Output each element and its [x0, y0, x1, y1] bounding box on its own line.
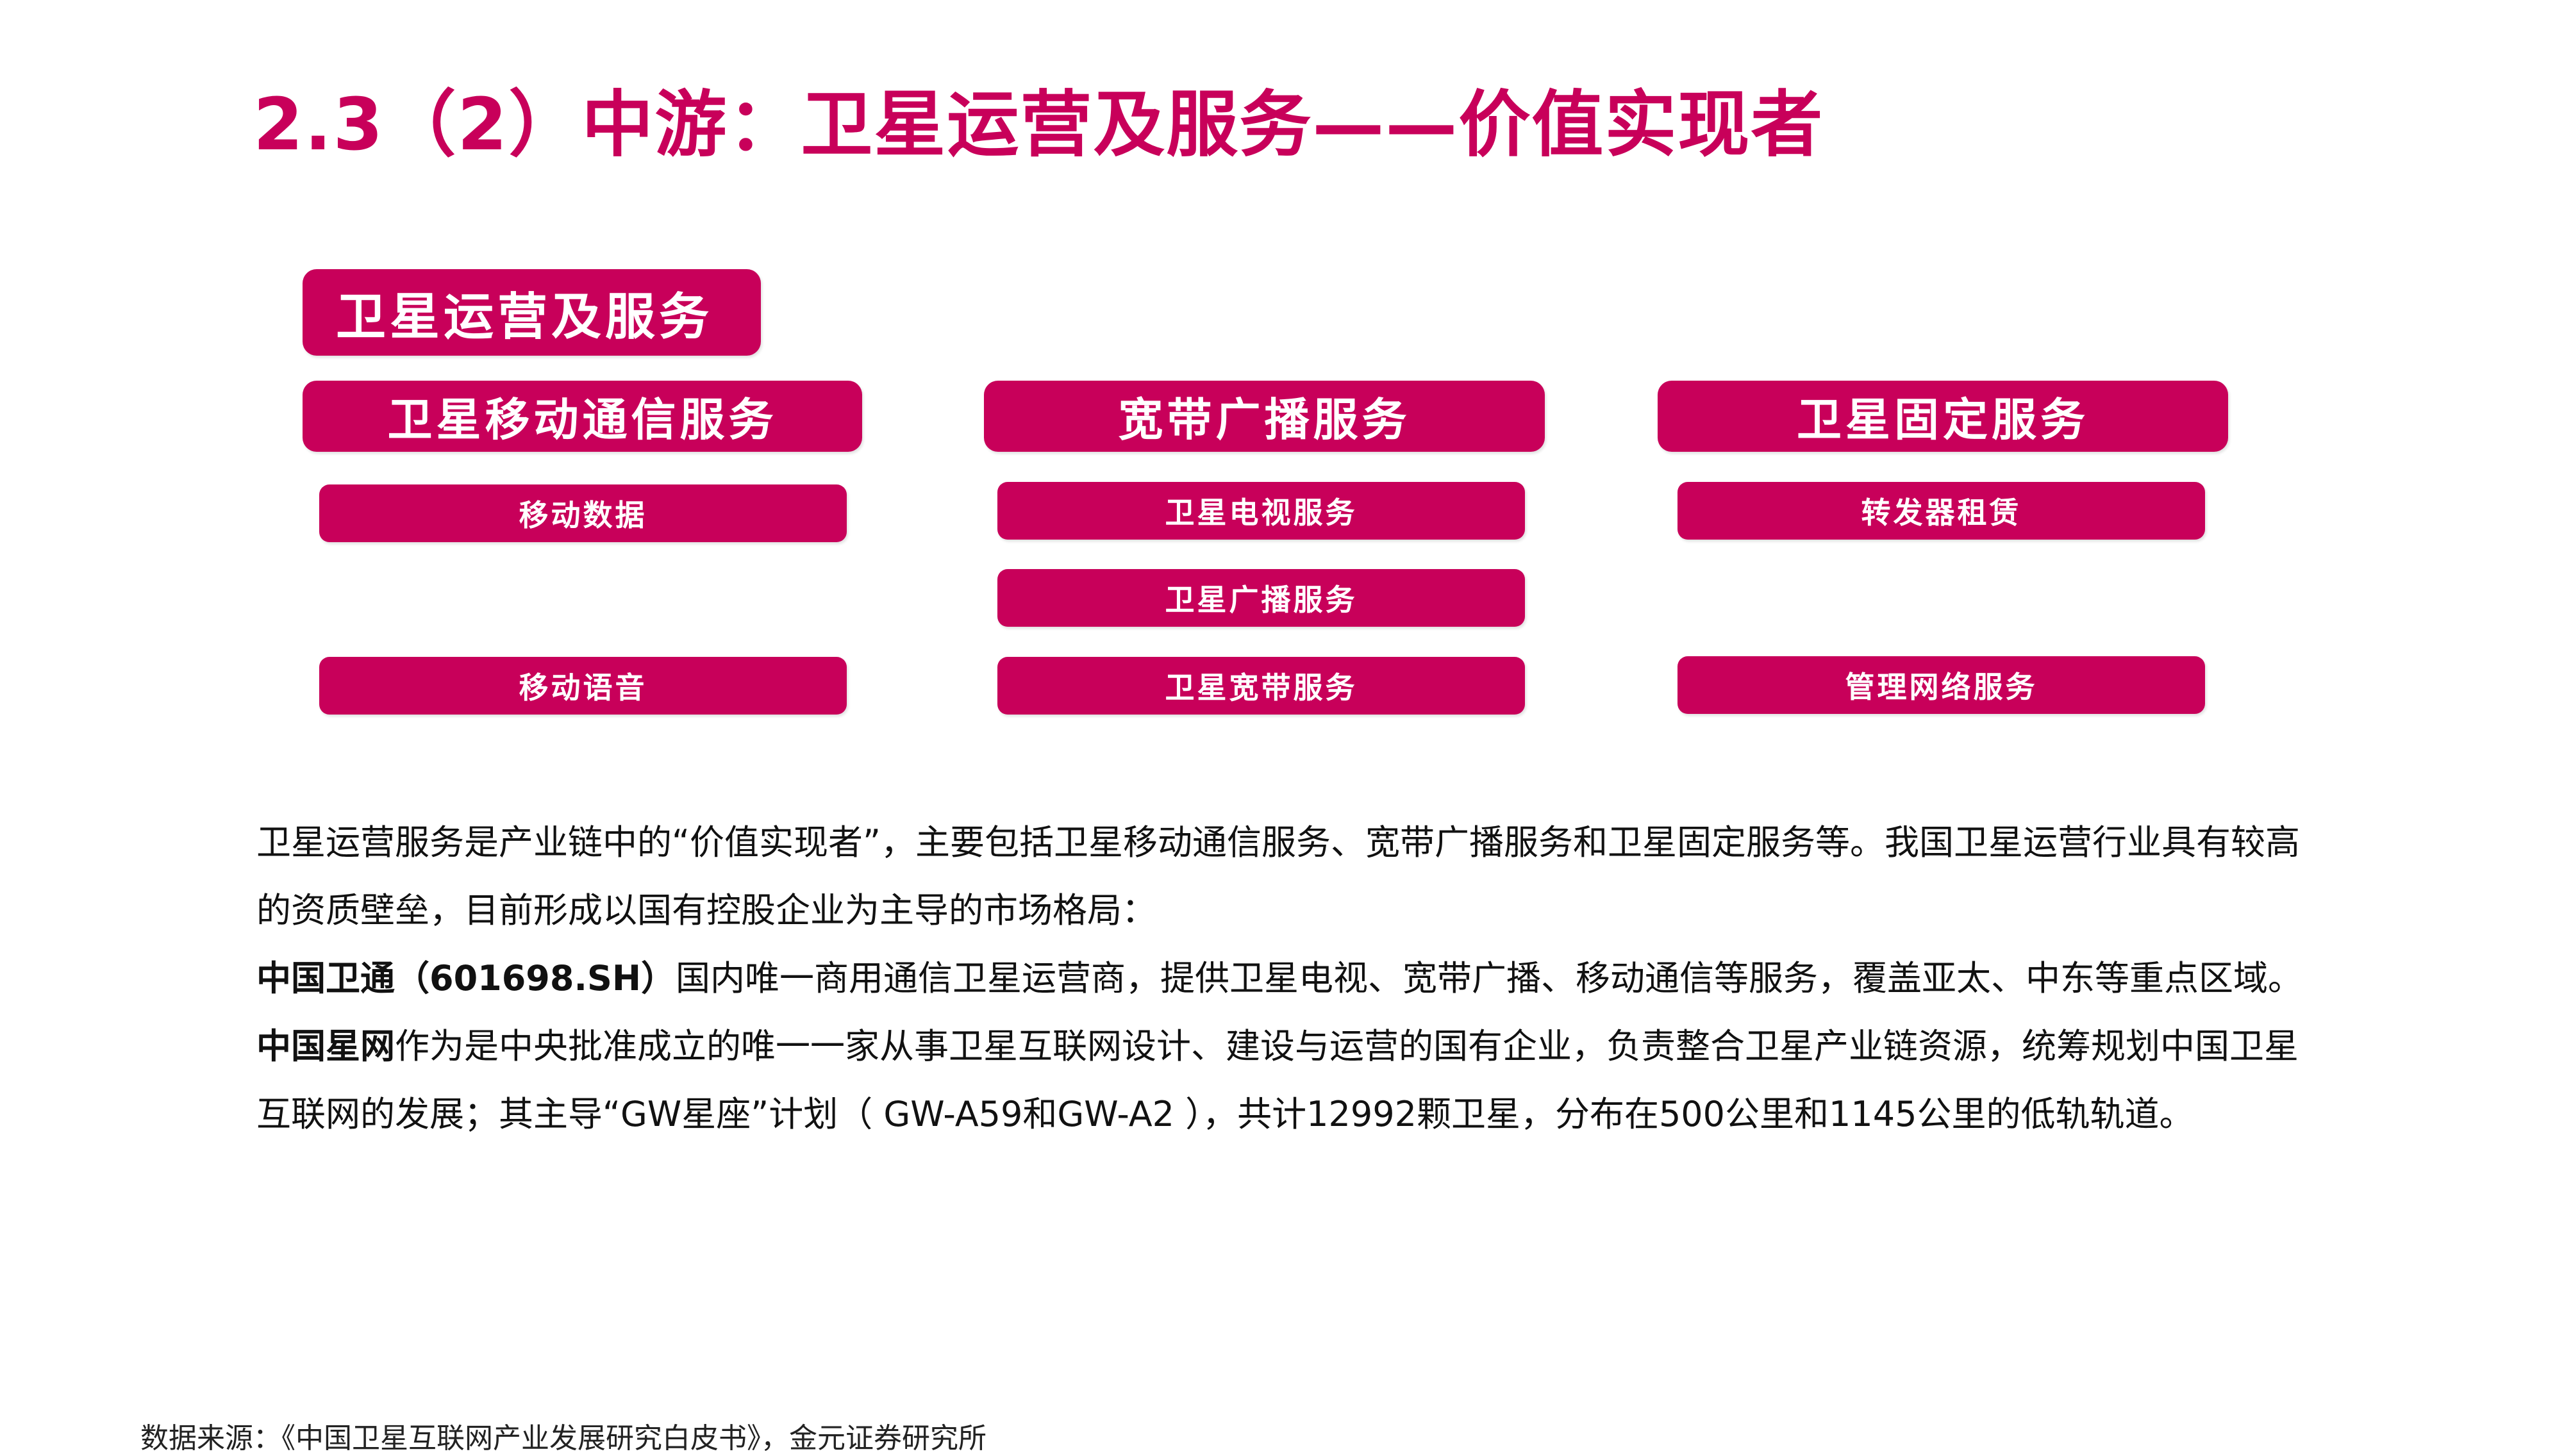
sub-item-mobile-voice: 移动语音	[319, 657, 847, 715]
paragraph-china-satnet: 中国星网作为是中央批准成立的唯一一家从事卫星互联网设计、建设与运营的国有企业，负…	[256, 1013, 2308, 1148]
page-title: 2.3（2）中游：卫星运营及服务——价值实现者	[253, 83, 1824, 167]
category-mobile-communication: 卫星移动通信服务	[303, 381, 862, 452]
paragraph-china-satcom-text: 国内唯一商用通信卫星运营商，提供卫星电视、宽带广播、移动通信等服务，覆盖亚太、中…	[676, 958, 2303, 998]
sub-item-satellite-tv: 卫星电视服务	[997, 482, 1525, 540]
category-fixed-service: 卫星固定服务	[1658, 381, 2228, 452]
sub-item-managed-network: 管理网络服务	[1677, 656, 2205, 714]
sub-item-transponder-leasing: 转发器租赁	[1677, 482, 2205, 540]
paragraph-overview: 卫星运营服务是产业链中的“价值实现者”，主要包括卫星移动通信服务、宽带广播服务和…	[256, 822, 2300, 931]
category-broadband-broadcast: 宽带广播服务	[984, 381, 1545, 452]
paragraph-china-satnet-text: 作为是中央批准成立的唯一一家从事卫星互联网设计、建设与运营的国有企业，负责整合卫…	[256, 1026, 2299, 1134]
root-node-satellite-operation: 卫星运营及服务	[303, 269, 761, 356]
paragraph-china-satcom: 中国卫通（601698.SH）国内唯一商用通信卫星运营商，提供卫星电视、宽带广播…	[256, 945, 2308, 1013]
sub-item-satellite-broadband: 卫星宽带服务	[997, 657, 1525, 715]
sub-item-satellite-broadcast: 卫星广播服务	[997, 569, 1525, 627]
company-name-china-satnet: 中国星网	[256, 1026, 395, 1066]
company-name-china-satcom: 中国卫通（601698.SH）	[256, 958, 676, 998]
body-text: 卫星运营服务是产业链中的“价值实现者”，主要包括卫星移动通信服务、宽带广播服务和…	[256, 809, 2308, 1148]
data-source-note: 数据来源：《中国卫星互联网产业发展研究白皮书》，金元证券研究所	[140, 1422, 986, 1455]
sub-item-mobile-data: 移动数据	[319, 484, 847, 542]
